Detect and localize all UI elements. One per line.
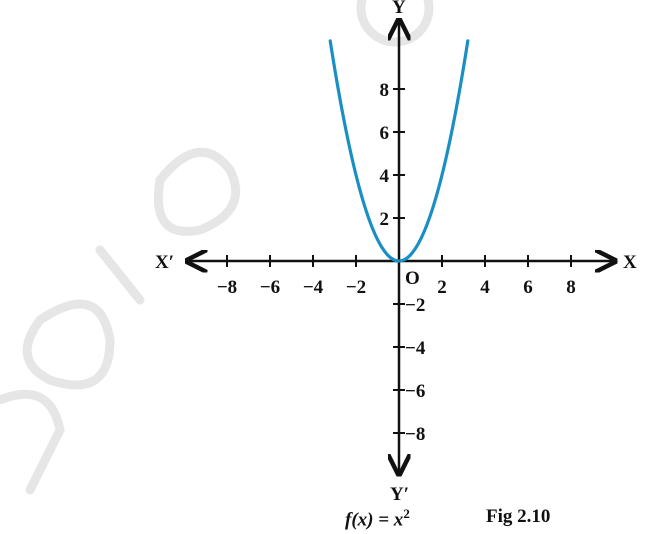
series-layer [328, 39, 470, 263]
x-tick-label: 2 [437, 277, 447, 298]
x-tick-label: −6 [260, 277, 280, 298]
function-label-text: f(x) = x [345, 509, 404, 531]
x-axis-positive-label: X [623, 252, 637, 273]
y-tick-label: −6 [405, 381, 425, 402]
y-tick-label: −2 [405, 295, 425, 316]
y-tick-label: 2 [380, 209, 390, 230]
parabola-curve [328, 39, 470, 263]
y-tick-label: 8 [380, 80, 390, 101]
y-tick-label: 4 [380, 166, 390, 187]
x-tick-label: −2 [346, 277, 366, 298]
y-tick-label: −8 [405, 424, 425, 445]
function-label: f(x) = x2 [345, 506, 410, 531]
x-axis-negative-label: X′ [155, 252, 174, 273]
y-axis-positive-label: Y [392, 0, 406, 18]
origin-label: O [405, 268, 420, 289]
figure-label: Fig 2.10 [486, 506, 551, 527]
ticks: −8 −6 −4 −2 2 4 6 8 −8 −6 −4 −2 2 4 6 8 [217, 80, 576, 445]
x-tick-label: 8 [566, 277, 576, 298]
labels: X X′ Y Y′ O [155, 0, 637, 505]
x-tick-label: 6 [523, 277, 533, 298]
x-tick-label: −4 [303, 277, 324, 298]
x-tick-label: −8 [217, 277, 237, 298]
function-label-exponent: 2 [403, 506, 410, 521]
y-tick-label: −4 [405, 338, 426, 359]
y-axis-negative-label: Y′ [390, 484, 409, 505]
y-tick-label: 6 [380, 123, 390, 144]
x-tick-label: 4 [480, 277, 490, 298]
